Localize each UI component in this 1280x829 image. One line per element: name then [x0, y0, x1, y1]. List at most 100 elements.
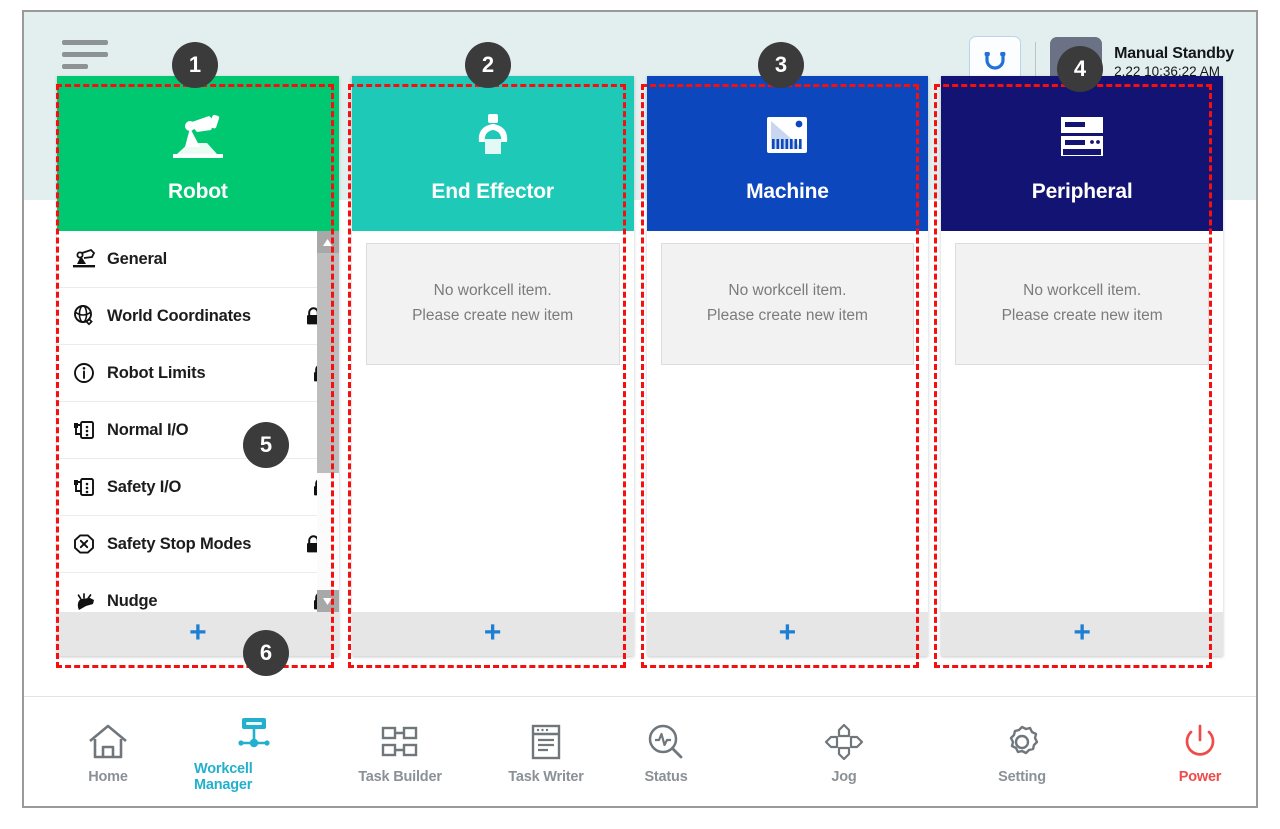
annotation-badge-6: 6	[243, 630, 289, 676]
hamburger-line	[62, 64, 88, 69]
server-rack-icon	[1053, 104, 1111, 170]
annotation-badge-4: 4	[1057, 46, 1103, 92]
empty-state-machine: No workcell item. Please create new item	[660, 243, 915, 365]
plus-icon: +	[483, 616, 502, 649]
machine-icon	[759, 104, 815, 170]
nav-label: Task Writer	[508, 768, 584, 785]
workcell-manager-icon	[233, 711, 275, 753]
list-item-nudge[interactable]: Nudge	[57, 573, 339, 612]
jog-arrows-icon	[823, 719, 865, 761]
nav-item-task-builder[interactable]: Task Builder	[340, 711, 460, 793]
nav-item-workcell-manager[interactable]: Workcell Manager	[194, 711, 314, 793]
io-port-icon	[67, 418, 101, 442]
nav-label: Power	[1178, 768, 1222, 785]
empty-line-1: No workcell item.	[433, 282, 552, 300]
plus-icon: +	[1073, 616, 1091, 649]
scroll-down-arrow-icon[interactable]	[316, 590, 339, 612]
card-header-machine[interactable]: Machine	[646, 76, 929, 231]
nav-item-home[interactable]: Home	[48, 711, 168, 793]
mode-title: Manual Standby	[1114, 44, 1234, 62]
status-magnifier-icon	[645, 719, 687, 761]
nav-label: Status	[644, 768, 688, 785]
scroll-up-arrow-icon[interactable]	[316, 231, 339, 253]
nav-label: Home	[88, 768, 128, 785]
annotation-badge-5: 5	[243, 422, 289, 468]
io-port-icon	[67, 475, 101, 499]
nav-label: Task Builder	[358, 768, 442, 785]
nav-item-power[interactable]: Power	[1140, 719, 1260, 785]
empty-state-end-effector: No workcell item. Please create new item	[365, 243, 620, 365]
list-item-label: Nudge	[107, 591, 158, 610]
list-item-label: Robot Limits	[107, 363, 206, 382]
annotation-badge-1: 1	[172, 42, 218, 88]
empty-state-peripheral: No workcell item. Please create new item	[955, 243, 1209, 365]
task-writer-icon	[525, 719, 567, 761]
gripper-icon	[465, 104, 521, 170]
scrollbar-thumb[interactable]	[316, 253, 339, 473]
robot-settings-list: General	[57, 231, 339, 612]
annotation-badge-3: 3	[758, 42, 804, 88]
hamburger-line	[62, 40, 108, 45]
workcell-column-peripheral: Peripheral No workcell item. Please crea…	[941, 76, 1223, 656]
card-title-robot: Robot	[168, 179, 228, 203]
list-item-safety-io[interactable]: Safety I/O	[57, 459, 339, 516]
empty-line-1: No workcell item.	[1023, 282, 1142, 300]
empty-line-2: Please create new item	[1001, 307, 1163, 324]
annotation-badge-2: 2	[465, 42, 511, 88]
nav-label: Jog	[831, 768, 857, 785]
nav-label: Workcell Manager	[194, 760, 253, 793]
card-body-peripheral: No workcell item. Please create new item	[941, 231, 1223, 612]
hamburger-menu-icon[interactable]	[62, 40, 108, 76]
plus-icon: +	[778, 616, 797, 649]
hamburger-line	[62, 52, 108, 57]
task-builder-icon	[379, 719, 421, 761]
card-header-peripheral[interactable]: Peripheral	[941, 76, 1223, 231]
workcell-columns: Robot	[24, 76, 1256, 656]
card-title-end-effector: End Effector	[431, 179, 554, 203]
list-item-robot-limits[interactable]: Robot Limits	[57, 345, 339, 402]
home-icon	[87, 719, 129, 761]
card-header-end-effector[interactable]: End Effector	[351, 76, 634, 231]
add-peripheral-item-button[interactable]: +	[941, 612, 1223, 656]
workcell-column-machine: Machine No workcell item. Please create …	[646, 76, 929, 656]
power-icon	[1179, 719, 1221, 761]
list-item-label: Safety I/O	[107, 477, 182, 496]
nav-item-setting[interactable]: Setting	[962, 719, 1082, 785]
list-item-safety-stop-modes[interactable]: Safety Stop Modes	[57, 516, 339, 573]
mode-datetime: 2.22 10:36:22 AM	[1114, 63, 1220, 79]
gear-icon	[1001, 719, 1043, 761]
card-body-robot: General	[57, 231, 339, 612]
card-title-machine: Machine	[746, 179, 829, 203]
list-scrollbar[interactable]	[316, 231, 339, 612]
add-machine-item-button[interactable]: +	[646, 612, 929, 656]
workcell-column-robot: Robot	[57, 76, 339, 656]
mode-status-text: Manual Standby 2.22 10:36:22 AM	[1114, 44, 1234, 81]
list-item-normal-io[interactable]: Normal I/O	[57, 402, 339, 459]
card-title-peripheral: Peripheral	[1031, 179, 1133, 203]
nav-item-jog[interactable]: Jog	[784, 719, 904, 785]
device-frame: Manual Standby 2.22 10:36:22 AM	[22, 10, 1258, 808]
nav-item-task-writer[interactable]: Task Writer	[486, 711, 606, 793]
add-end-effector-item-button[interactable]: +	[351, 612, 634, 656]
card-header-robot[interactable]: Robot	[57, 76, 339, 231]
list-item-world-coordinates[interactable]: World Coordinates	[57, 288, 339, 345]
limits-circle-icon	[67, 361, 101, 385]
header-divider	[1035, 42, 1037, 82]
nav-left-group: Home Workcell Manager	[24, 711, 606, 793]
empty-line-2: Please create new item	[412, 307, 574, 324]
robot-arm-small-icon	[67, 248, 101, 270]
robot-arm-icon	[167, 104, 229, 170]
nav-right-group: Status Jog	[606, 719, 1280, 785]
empty-line-2: Please create new item	[706, 307, 868, 324]
nav-label: Setting	[998, 768, 1046, 785]
bottom-navigation-bar: Home Workcell Manager	[24, 696, 1256, 806]
list-item-label: Safety Stop Modes	[107, 534, 252, 553]
add-robot-item-button[interactable]: +	[57, 612, 339, 656]
card-body-end-effector: No workcell item. Please create new item	[351, 231, 634, 612]
nav-item-status[interactable]: Status	[606, 719, 726, 785]
list-item-label: World Coordinates	[107, 306, 251, 325]
list-item-general[interactable]: General	[57, 231, 339, 288]
nudge-hand-icon	[67, 589, 101, 612]
card-body-machine: No workcell item. Please create new item	[646, 231, 929, 612]
